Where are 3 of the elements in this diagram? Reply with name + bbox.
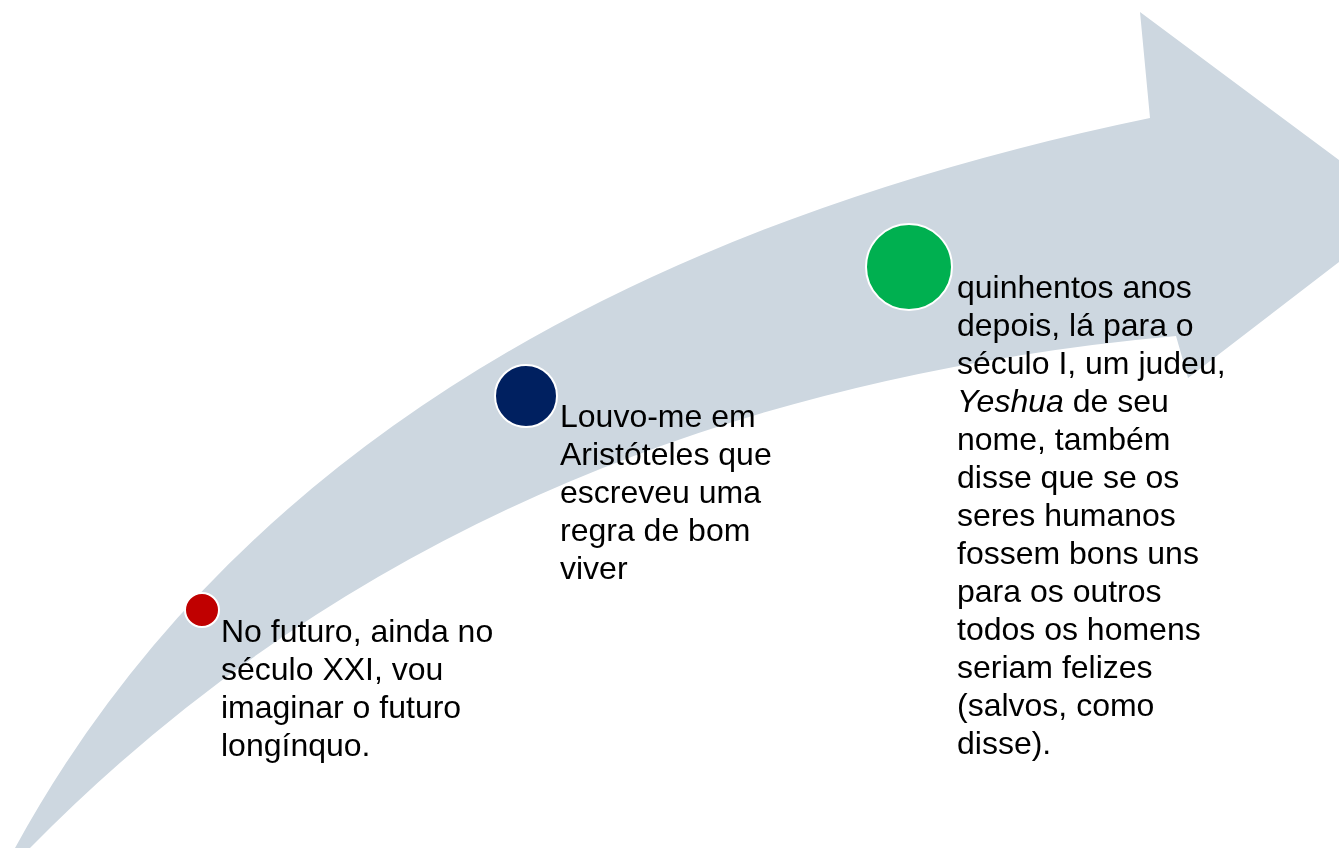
milestone-text: quinhentos anos depois, lá para o século I, um judeu, Yeshua de seu nome, também disse que se os seres humanos fossem bons uns para os outros todos os homens seriam felizes (salvos, como disse). — [957, 268, 1227, 762]
milestone-text: Louvo-me em Aristóteles que escreveu uma regra de bom viver — [560, 397, 773, 587]
milestone-text: No futuro, ainda no século XXI, vou imaginar o futuro longínquo. — [221, 612, 495, 764]
